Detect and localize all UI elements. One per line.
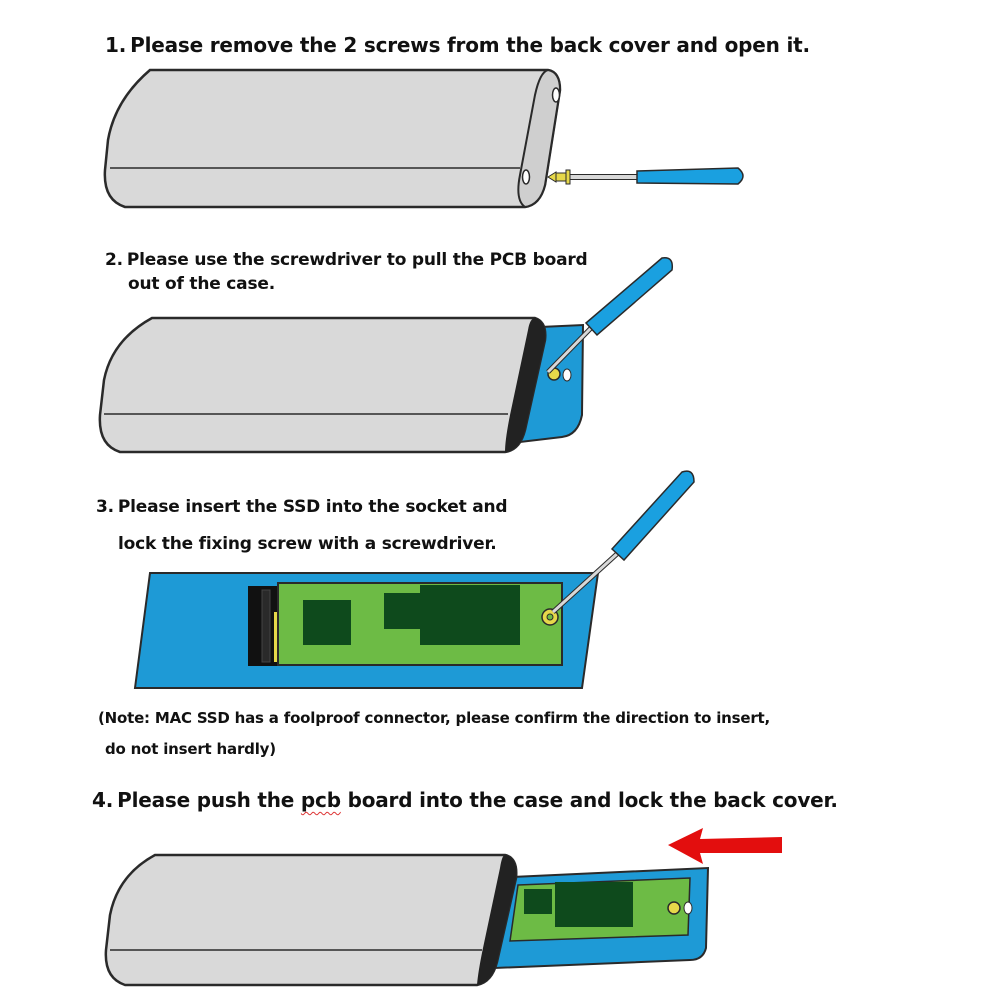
step-2-label-line1: Please use the screwdriver to pull the P… [126,250,588,270]
step-1-screw-hole-bottom [521,169,531,185]
step-2-text-line1: 2.Please use the screwdriver to pull the… [105,250,588,270]
step-4-label-before: Please push the [117,788,301,812]
step-3-screwdriver-icon [551,470,695,614]
step-4-label-after: board into the case and lock the back co… [340,788,838,812]
step-3-ssd-chip-1 [303,600,351,645]
step-4-screw-post [683,901,693,915]
step-2-number: 2. [105,250,123,270]
step-4-text: 4.Please push the pcb board into the cas… [92,788,838,812]
step-3-text-line1: 3.Please insert the SSD into the socket … [96,497,508,517]
step-2-illustration [98,257,674,454]
step-4-arrow-icon [668,828,782,864]
step-4-label-pcb: pcb [300,788,341,812]
step-4-case-opening [477,855,517,985]
step-1-case-icon [103,68,562,209]
step-4-ssd-chip-2 [555,882,633,927]
step-4-case-icon [104,853,518,987]
step-1-number: 1. [105,33,127,57]
step-1-screw-icon [547,169,571,185]
step-2-case-icon [98,316,547,454]
step-2-screw-post [562,368,572,382]
step-1-label: Please remove the 2 screws from the back… [130,33,810,57]
step-2-case-opening [505,318,546,452]
step-1-screwdriver-icon [569,167,744,185]
step-3-illustration [133,470,695,689]
step-3-ssd-chip-2 [384,593,420,629]
step-3-ssd-chip-3 [420,585,520,645]
note-line2: do not insert hardly) [105,740,276,758]
step-4-number: 4. [92,788,114,812]
step-1-screw-hole-top [551,87,561,103]
step-1-text: 1.Please remove the 2 screws from the ba… [105,33,810,57]
step-1-illustration [103,68,744,209]
step-2-label-line2: out of the case. [128,274,275,294]
step-4-ssd-chip-1 [524,889,552,914]
step-4-screw-icon [667,901,681,915]
step-3-number: 3. [96,497,114,517]
step-4-illustration [104,828,782,987]
step-3-label-line1: Please insert the SSD into the socket an… [117,497,508,517]
step-3-label-line2: lock the fixing screw with a screwdriver… [118,534,497,554]
step-2-screwdriver-icon [546,257,674,374]
note-line1: (Note: MAC SSD has a foolproof connector… [98,709,771,727]
